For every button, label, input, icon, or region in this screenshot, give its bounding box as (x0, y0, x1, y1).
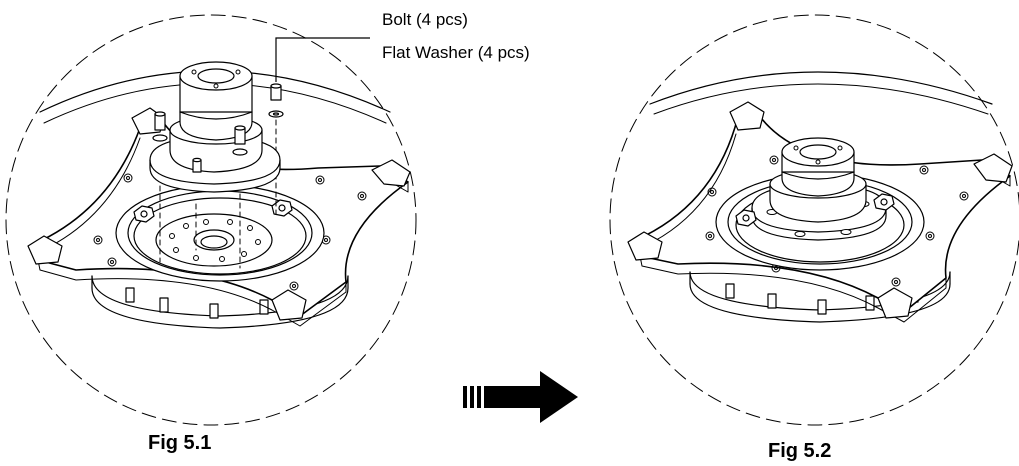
figure-caption-right: Fig 5.2 (768, 440, 832, 462)
base-stud (865, 295, 875, 311)
direction-arrow (463, 371, 578, 423)
bolt (152, 111, 168, 142)
callout-bolt-label: Bolt (4 pcs) (382, 10, 468, 29)
base-stud (159, 297, 169, 313)
base-stud (725, 283, 735, 299)
detail-circle-left (5, 14, 417, 426)
flange-holes (169, 219, 261, 262)
hex-nut (133, 205, 155, 223)
hex-nut (271, 199, 293, 217)
arm-tab (271, 289, 307, 321)
base-stud (125, 287, 135, 303)
callout-washer-label: Flat Washer (4 pcs) (382, 43, 530, 62)
detail-circle-right (609, 14, 1019, 426)
arm-tab (627, 231, 663, 261)
figure-caption-left: Fig 5.1 (148, 432, 212, 454)
bracket-holes (705, 155, 969, 287)
hex-nut (873, 193, 895, 211)
arm-tab (27, 235, 63, 265)
arm-tab (729, 101, 765, 131)
callout-leader (275, 37, 370, 82)
arm-tab (371, 159, 411, 187)
base-stud (817, 299, 827, 315)
hub-cap-left (179, 75, 253, 141)
arm-tab (973, 153, 1013, 183)
base-drum-left (91, 275, 349, 317)
bolt (268, 83, 284, 118)
hex-nut (735, 209, 757, 227)
base-stud (259, 299, 269, 315)
inner-flange (155, 213, 273, 267)
radome-edge-right (649, 71, 993, 105)
figure-left (5, 14, 417, 426)
bolt (192, 157, 202, 173)
base-stud (767, 293, 777, 309)
bolt (232, 125, 248, 156)
figure-right (609, 14, 1019, 426)
base-stud (209, 303, 219, 319)
arm-tab (877, 287, 913, 319)
